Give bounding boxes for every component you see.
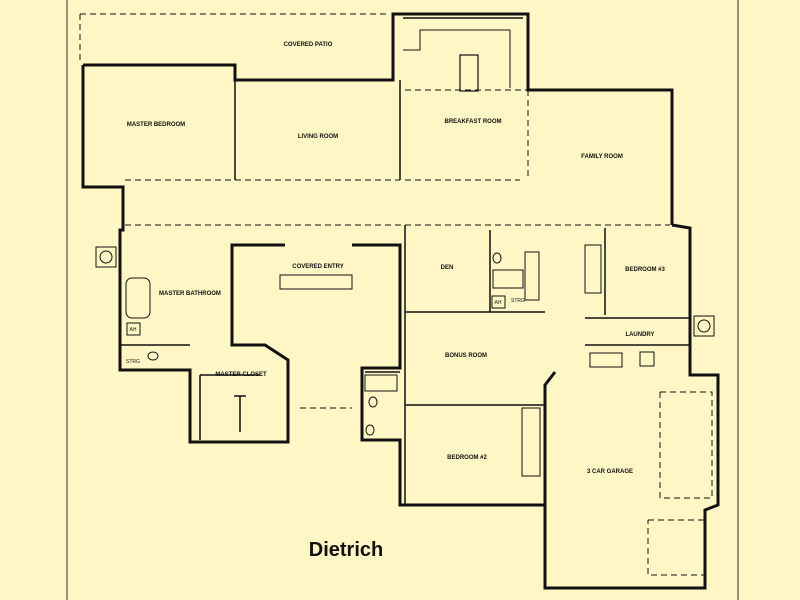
exterior-walls: [81, 12, 720, 590]
kitchen-island: [459, 54, 479, 92]
washer: [589, 352, 623, 368]
label-bedroom-2: BEDROOM #2: [447, 455, 487, 461]
bedroom3-closet: [584, 244, 602, 294]
label-bedroom-3: BEDROOM #3: [625, 267, 665, 273]
closet-shelf: [524, 251, 540, 301]
plan-title: Dietrich: [309, 539, 383, 561]
label-storage-1: STRG: [126, 359, 140, 365]
ac-unit-icon: [693, 315, 715, 337]
label-bonus-room: BONUS ROOM: [445, 353, 487, 359]
ah-box: [491, 295, 506, 309]
ah-box: [126, 322, 141, 336]
garage-shelf: [521, 407, 541, 477]
label-ah-2: AH: [495, 300, 502, 306]
toilet-icon: [492, 252, 502, 264]
tub-3: [492, 269, 524, 289]
label-master-closet: MASTER CLOSET: [215, 372, 267, 378]
tub-2: [364, 374, 398, 392]
label-living-room: LIVING ROOM: [298, 134, 338, 140]
entry-step: [279, 274, 353, 290]
toilet-icon: [368, 396, 378, 408]
dashed-openings: [79, 13, 713, 576]
label-covered-patio: COVERED PATIO: [284, 42, 333, 48]
label-master-bedroom: MASTER BEDROOM: [127, 122, 185, 128]
label-master-bathroom: MASTER BATHROOM: [159, 291, 221, 297]
interior-walls: [120, 17, 690, 505]
label-laundry: LAUNDRY: [625, 332, 654, 338]
label-storage-2: STRG: [511, 298, 525, 304]
ac-unit-icon: [95, 246, 117, 268]
sink-icon: [365, 424, 375, 436]
label-covered-entry: COVERED ENTRY: [292, 264, 343, 270]
dryer: [639, 351, 655, 367]
toilet-icon: [147, 351, 159, 361]
label-den: DEN: [441, 265, 454, 271]
label-family-room: FAMILY ROOM: [581, 154, 623, 160]
label-ah-1: AH: [130, 327, 137, 333]
label-garage: 3 CAR GARAGE: [587, 469, 633, 475]
kitchen-counter: [403, 29, 510, 51]
label-breakfast-room: BREAKFAST ROOM: [445, 119, 502, 125]
bathtub: [125, 277, 151, 319]
